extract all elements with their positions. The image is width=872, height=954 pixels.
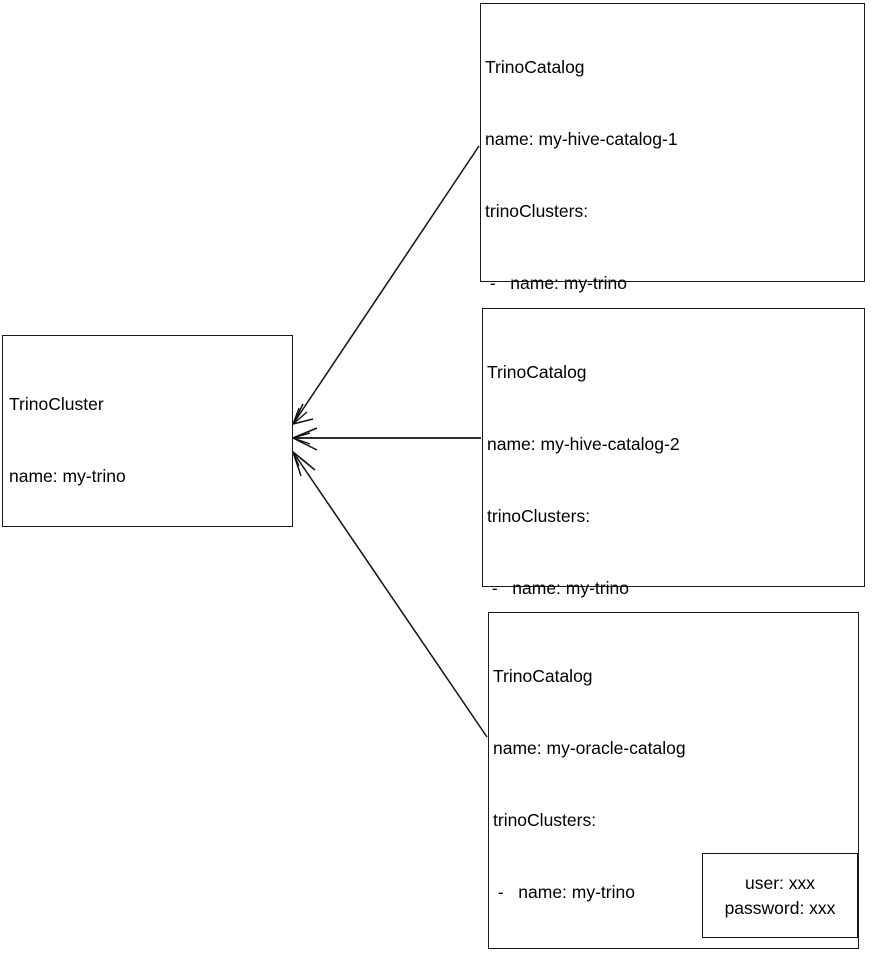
trinocatalog-3-yaml: TrinoCatalog name: my-oracle-catalog tri… [489,613,794,954]
catalog-2-line-1: name: my-hive-catalog-2 [487,434,680,454]
catalog-1-line-3: - name: my-trino [485,273,627,293]
arrow-catalog2-to-cluster [292,427,481,451]
catalog-3-line-0: TrinoCatalog [493,666,593,686]
trinocatalog-box-hive-1[interactable]: TrinoCatalog name: my-hive-catalog-1 tri… [480,3,865,653]
trinocluster-box[interactable]: TrinoCluster name: my-trino [2,335,293,527]
catalog-3-line-2: trinoClusters: [493,810,597,830]
arrow-catalog3-to-cluster [292,451,488,738]
secret-user-line: user: xxx [744,872,816,893]
catalog-1-line-0: TrinoCatalog [485,57,585,77]
trinocluster-name: name: my-trino [9,466,126,486]
trinocluster-kind: TrinoCluster [9,394,104,414]
catalog-3-line-3: - name: my-trino [493,882,635,902]
catalog-2-line-0: TrinoCatalog [487,362,587,382]
catalog-2-line-2: trinoClusters: [487,506,591,526]
arrow-catalog1-to-cluster [292,145,480,425]
secret-password-line: password: xxx [724,897,836,918]
catalog-1-line-1: name: my-hive-catalog-1 [485,129,678,149]
catalog-1-line-2: trinoClusters: [485,201,589,221]
catalog-2-line-3: - name: my-trino [487,578,629,598]
catalog-3-line-1: name: my-oracle-catalog [493,738,686,758]
trinocluster-yaml: TrinoCluster name: my-trino [3,336,126,536]
trinocatalog-box-hive-2[interactable]: TrinoCatalog name: my-hive-catalog-2 tri… [482,308,865,886]
secret-box[interactable]: user: xxx password: xxx [702,853,858,938]
